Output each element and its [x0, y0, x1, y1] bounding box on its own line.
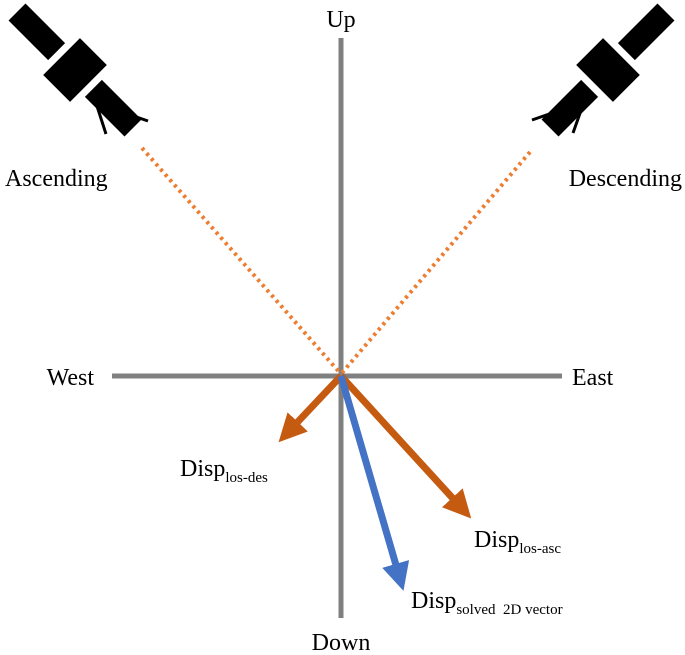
west-label: West	[47, 365, 95, 391]
disp-los-asc-sub: los-asc	[519, 541, 561, 557]
east-label: East	[572, 365, 614, 391]
ascending-label: Ascending	[5, 166, 108, 192]
disp-los-des-arrow	[278, 373, 344, 443]
ascending-sensor-icon	[93, 100, 149, 135]
disp-solved-main: Disp	[411, 588, 456, 614]
descending-satellite-icon	[541, 3, 675, 137]
disp-los-des-main: Disp	[180, 456, 225, 482]
disp-los-des-sub: los-des	[225, 470, 268, 486]
descending-sensor-icon	[531, 99, 587, 134]
ascending-los-line	[140, 146, 343, 376]
descending-label: Descending	[569, 166, 682, 192]
disp-solved-arrow	[337, 375, 410, 591]
disp-los-asc-label: Displos-asc	[474, 527, 561, 557]
down-label: Down	[312, 630, 371, 655]
disp-solved-sub: solved 2D vector	[456, 602, 562, 618]
disp-los-asc-arrow	[338, 373, 472, 519]
ascending-satellite-icon	[8, 3, 142, 137]
disp-solved-label: Dispsolved 2D vector	[411, 588, 563, 618]
disp-los-des-label: Displos-des	[180, 456, 268, 486]
up-label: Up	[326, 7, 355, 33]
disp-los-asc-main: Disp	[474, 527, 519, 553]
descending-los-line	[339, 150, 532, 376]
